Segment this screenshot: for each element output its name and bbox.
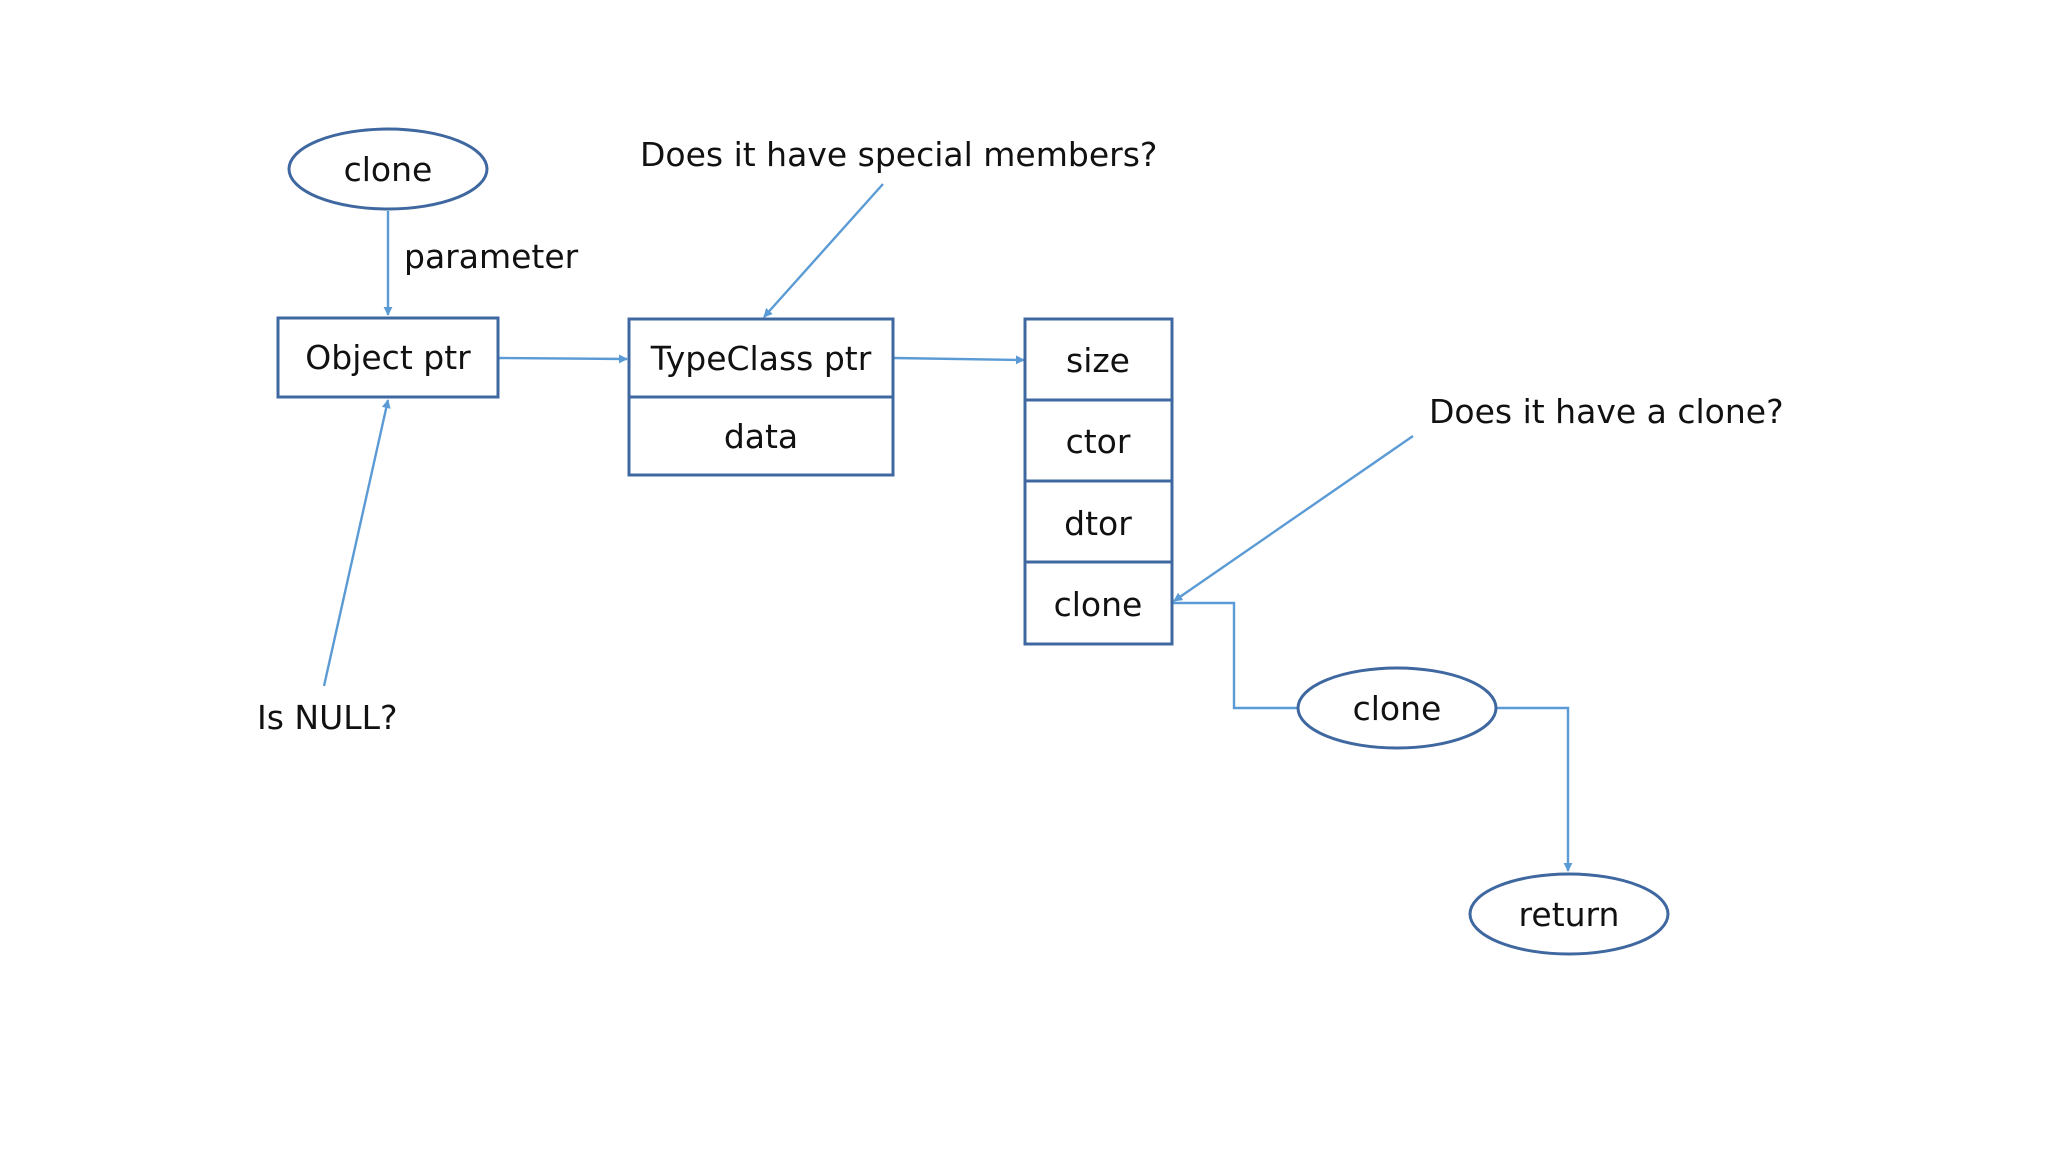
object-to-typeclass-arrow bbox=[497, 354, 628, 364]
size-label: size bbox=[1066, 341, 1130, 380]
special-members-arrow bbox=[763, 183, 884, 318]
typeclass-ptr-label: TypeClass ptr bbox=[650, 339, 872, 378]
clone-question: Does it have a clone? bbox=[1429, 392, 1784, 431]
ctor-cell bbox=[1023, 398, 1174, 483]
return-node: return bbox=[1468, 872, 1670, 956]
clone-slot-cell bbox=[1023, 560, 1174, 646]
clone-call-oval bbox=[1296, 666, 1498, 750]
dtor-cell bbox=[1023, 479, 1174, 564]
data-cell bbox=[627, 395, 895, 477]
return-label: return bbox=[1519, 895, 1620, 934]
ctor-label: ctor bbox=[1066, 422, 1131, 461]
clone-slot-to-call-connector bbox=[1172, 601, 1298, 710]
clone-call-node: clone bbox=[1296, 666, 1498, 750]
clone-call-label: clone bbox=[1353, 689, 1442, 728]
clone-start-oval bbox=[287, 127, 489, 211]
special-members-question: Does it have special members? bbox=[640, 135, 1157, 174]
typeclass-table: size ctor dtor clone bbox=[1023, 317, 1174, 646]
dtor-label: dtor bbox=[1064, 504, 1132, 543]
null-question: Is NULL? bbox=[257, 698, 398, 737]
object-ptr-node: Object ptr bbox=[276, 316, 500, 399]
clone-start-node: clone bbox=[287, 127, 489, 211]
return-oval bbox=[1468, 872, 1670, 956]
clone-start-label: clone bbox=[344, 150, 433, 189]
data-label: data bbox=[724, 417, 798, 456]
typeclass-to-size-arrow bbox=[893, 355, 1025, 365]
null-question-arrow bbox=[322, 399, 391, 687]
object-ptr-label: Object ptr bbox=[305, 338, 471, 377]
clone-slot-label: clone bbox=[1054, 585, 1143, 624]
size-cell bbox=[1023, 317, 1174, 402]
object-struct: TypeClass ptr data bbox=[627, 317, 895, 477]
object-ptr-box bbox=[276, 316, 500, 399]
clone-question-arrow bbox=[1173, 435, 1414, 602]
parameter-annotation: parameter bbox=[404, 237, 579, 276]
clone-call-to-return-arrow bbox=[1494, 706, 1573, 872]
